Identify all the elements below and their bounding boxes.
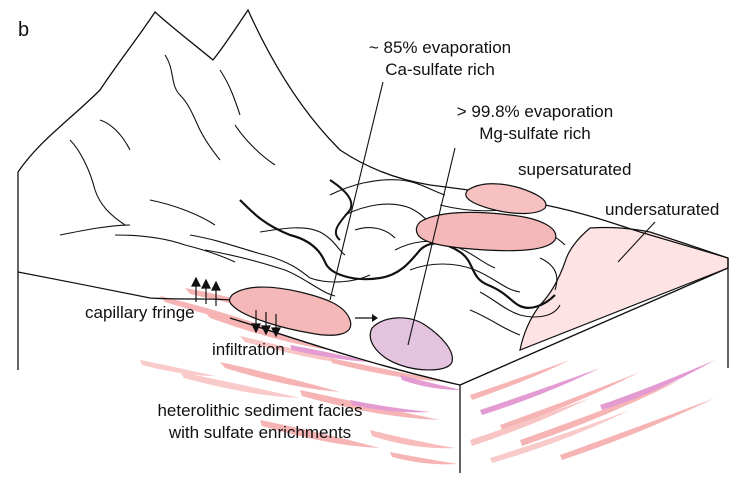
sediment-streak (560, 398, 715, 460)
ca-evaporation-label: ~ 85% evaporation (368, 38, 512, 57)
main-river (239, 199, 556, 309)
sediment-streak (470, 398, 590, 446)
sediment-streak (490, 410, 630, 463)
panel-letter: b (18, 19, 30, 41)
undersaturated-label: undersaturated (605, 200, 720, 219)
sediment-facies (140, 288, 462, 465)
supersaturated-pond (465, 183, 547, 215)
sediment-streak (400, 375, 462, 390)
sediment-streak (470, 360, 570, 400)
sediment-streak (390, 452, 458, 465)
mg-sulfate-pond (369, 317, 453, 371)
mountain-creases (59, 54, 276, 263)
sediment-streak (140, 360, 215, 376)
sediment-streak (260, 420, 380, 448)
mg-sulfate-label: Mg-sulfate rich (479, 124, 591, 143)
large-pond (415, 211, 557, 252)
leader-lines (329, 81, 656, 346)
terrain-slope (17, 271, 231, 301)
mg-evaporation-label: > 99.8% evaporation (456, 102, 614, 121)
infiltration-arrows (251, 310, 281, 338)
facies-label-line1: heterolithic sediment facies (157, 401, 363, 420)
facies-label-line2: with sulfate enrichments (168, 423, 352, 442)
sediment-streak (160, 296, 275, 330)
infiltration-label: infiltration (212, 340, 285, 359)
sediment-streak (370, 430, 455, 449)
capillary-fringe-label: capillary fringe (85, 303, 195, 322)
capillary-arrows (191, 276, 221, 306)
sediment-streak (600, 360, 715, 410)
river-bank (329, 179, 353, 241)
supersaturated-label: supersaturated (518, 160, 632, 179)
flow-arrow (355, 314, 378, 322)
ca-sulfate-pond (228, 286, 352, 336)
sediment-streak (350, 400, 430, 413)
ca-sulfate-label: Ca-sulfate rich (385, 60, 495, 79)
sediment-streak (180, 372, 300, 398)
sediment-streak (290, 345, 370, 362)
sediment-streak (220, 362, 340, 392)
sediment-facies-right (470, 360, 715, 463)
sediment-streak (480, 368, 600, 415)
undersaturated-area (519, 226, 729, 351)
sediment-streak (500, 372, 640, 430)
